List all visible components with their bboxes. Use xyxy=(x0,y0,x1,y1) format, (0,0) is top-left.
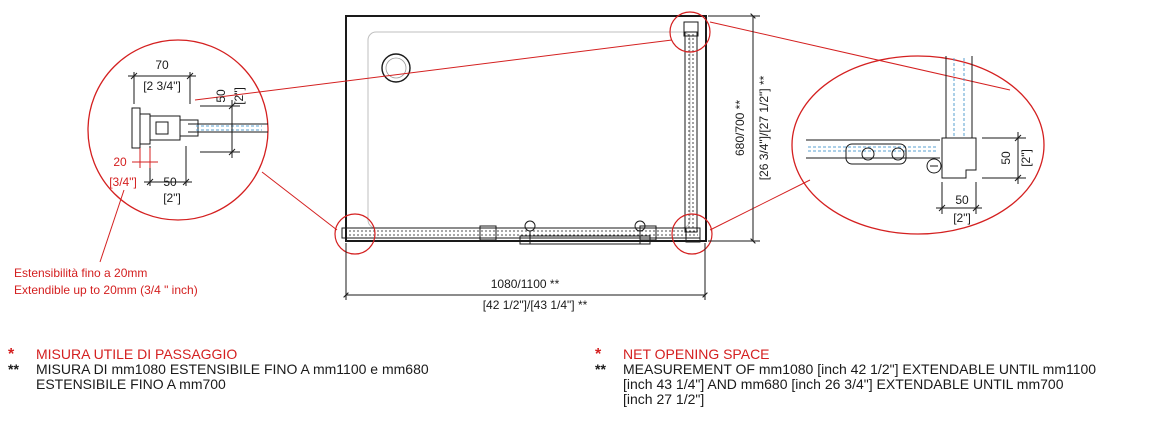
tray-basin xyxy=(367,31,691,229)
detail-left-side-mm: 50 xyxy=(214,89,228,103)
legend-en-line3: [inch 27 1/2"] xyxy=(623,391,705,407)
extension-note-line2: Extendible up to 20mm (3/4 " inch) xyxy=(14,283,198,297)
legend-it-star: * xyxy=(8,346,15,363)
leader-lines xyxy=(194,21,1011,231)
legend-it-title: MISURA UTILE DI PASSAGGIO xyxy=(36,346,238,362)
legend-italian: * MISURA UTILE DI PASSAGGIO ** MISURA DI… xyxy=(8,347,548,392)
highlight-bottom-left xyxy=(334,213,376,255)
detail-right-bottom-mm: 50 xyxy=(955,193,969,207)
detail-left-bottom-mm: 50 xyxy=(163,175,177,189)
legend-en-star: * xyxy=(595,346,602,363)
width-mm: 1080/1100 ** xyxy=(491,277,560,291)
legend-it-line2: ESTENSIBILE FINO A mm700 xyxy=(36,376,226,392)
detail-left-circle xyxy=(87,39,269,221)
detail-right-bottom-in: [2"] xyxy=(953,211,971,225)
detail-left xyxy=(87,39,269,263)
detail-left-ext-mm: 20 xyxy=(113,155,127,169)
drain-icon xyxy=(381,53,411,83)
front-door xyxy=(341,225,701,241)
door-handle xyxy=(519,220,651,245)
detail-left-side-in: [2"] xyxy=(232,87,246,105)
shower-plan xyxy=(341,15,707,245)
width-in: [42 1/2"]/[43 1/4"] ** xyxy=(483,298,588,312)
height-dimension xyxy=(708,13,760,244)
legend-en-line2: [inch 43 1/4"] AND mm680 [inch 26 3/4"] … xyxy=(623,376,1064,392)
detail-left-top-in: [2 3/4"] xyxy=(143,79,181,93)
legend-en-line1: MEASUREMENT OF mm1080 [inch 42 1/2"] EXT… xyxy=(623,361,1097,377)
detail-left-bottom-in: [2"] xyxy=(163,191,181,205)
detail-right xyxy=(791,55,1045,235)
detail-right-circle xyxy=(791,55,1045,235)
legend-english: * NET OPENING SPACE ** MEASUREMENT OF mm… xyxy=(595,347,1173,407)
detail-right-side-in: [2"] xyxy=(1019,149,1033,167)
legend-it-double-star: ** xyxy=(8,361,19,377)
detail-right-side-mm: 50 xyxy=(999,151,1013,165)
highlight-bottom-right xyxy=(671,213,713,255)
height-in: [26 3/4"]/[27 1/2"] ** xyxy=(757,75,771,180)
height-mm: 680/700 ** xyxy=(733,100,747,156)
detail-left-top-mm: 70 xyxy=(155,58,169,72)
legend-en-title: NET OPENING SPACE xyxy=(623,346,770,362)
legend-en-double-star: ** xyxy=(595,361,606,377)
width-dimension xyxy=(343,243,708,300)
tray-outline xyxy=(345,15,707,242)
extension-note-line1: Estensibilità fino a 20mm xyxy=(14,266,147,280)
side-panel xyxy=(684,31,698,233)
detail-left-ext-in: [3/4"] xyxy=(109,175,137,189)
legend-it-line1: MISURA DI mm1080 ESTENSIBILE FINO A mm11… xyxy=(36,361,429,377)
highlight-top-right xyxy=(669,11,711,53)
highlight-circles xyxy=(334,11,713,255)
